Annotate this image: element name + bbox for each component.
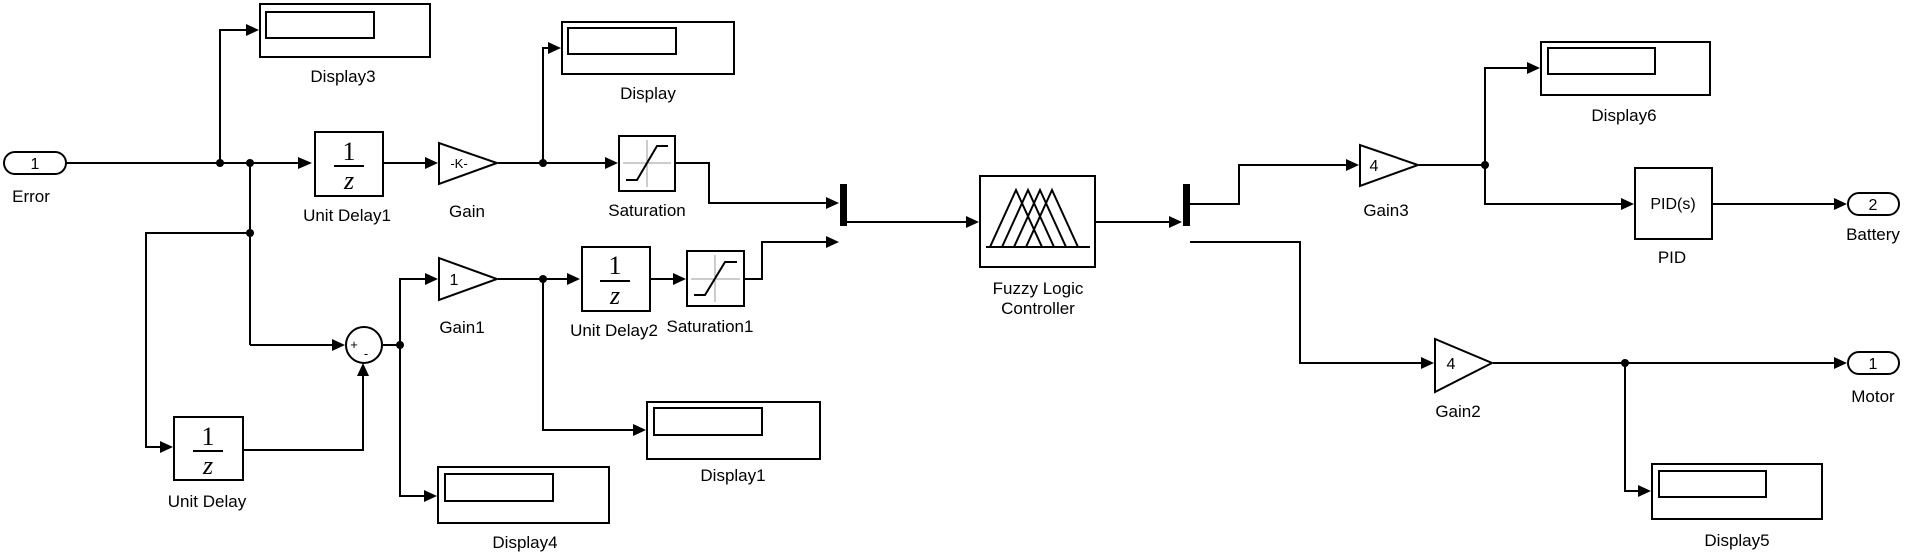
svg-text:z: z [202,451,213,480]
gain1-block[interactable]: 1 Gain1 [438,256,500,337]
saturation1-block[interactable]: Saturation1 [667,250,754,336]
gain3-block[interactable]: 4 Gain3 [1359,143,1422,220]
svg-text:1: 1 [450,272,459,289]
svg-text:Display3: Display3 [310,67,375,86]
svg-text:Gain1: Gain1 [439,318,484,337]
unit-delay2-block[interactable]: 1 z Unit Delay2 [570,246,658,340]
svg-text:4: 4 [1447,356,1456,373]
svg-text:2: 2 [1869,197,1878,214]
wires [66,24,1847,502]
outport-motor[interactable]: 1 Motor [1847,351,1900,406]
svg-text:Gain3: Gain3 [1363,201,1408,220]
fuzzy-logic-controller-block[interactable]: Fuzzy Logic Controller [979,175,1096,318]
svg-text:Unit Delay2: Unit Delay2 [570,321,658,340]
svg-text:1: 1 [609,251,622,280]
gain-block[interactable]: -K- Gain [438,141,501,221]
display-block[interactable]: Display [561,21,735,103]
svg-text:Unit Delay: Unit Delay [168,492,247,511]
display5-block[interactable]: Display5 [1651,463,1823,550]
outport-motor-label: Motor [1851,387,1895,406]
inport-error[interactable]: 1 Error [3,151,67,206]
outport-battery-label: Battery [1846,225,1900,244]
gain2-block[interactable]: 4 Gain2 [1434,337,1495,421]
svg-text:+: + [350,337,358,352]
svg-text:Display: Display [620,84,676,103]
svg-text:Display5: Display5 [1704,531,1769,550]
svg-text:-: - [364,346,368,361]
svg-text:Display1: Display1 [700,466,765,485]
svg-text:Display6: Display6 [1591,106,1656,125]
svg-text:z: z [343,166,354,195]
demux-block[interactable] [1183,184,1190,226]
svg-text:Controller: Controller [1001,299,1075,318]
svg-text:PID(s): PID(s) [1650,196,1695,213]
display3-block[interactable]: Display3 [259,3,431,86]
svg-text:1: 1 [31,156,40,173]
sum-block[interactable]: + - [345,326,383,364]
unit-delay-block[interactable]: 1 z Unit Delay [168,416,247,511]
svg-text:Unit Delay1: Unit Delay1 [303,206,391,225]
outport-battery[interactable]: 2 Battery [1846,192,1900,244]
svg-text:Display4: Display4 [492,533,557,552]
svg-text:-K-: -K- [450,156,467,171]
unit-delay1-block[interactable]: 1 z Unit Delay1 [303,131,391,225]
saturation-block[interactable]: Saturation [608,135,686,220]
svg-text:1: 1 [202,422,215,451]
svg-text:Saturation: Saturation [608,201,686,220]
inport-error-label: Error [12,187,50,206]
display1-block[interactable]: Display1 [646,401,821,485]
svg-text:Gain: Gain [449,202,485,221]
svg-text:PID: PID [1658,248,1686,267]
svg-text:1: 1 [1869,356,1878,373]
svg-text:Gain2: Gain2 [1435,402,1480,421]
pid-block[interactable]: PID(s) PID [1634,167,1713,267]
display6-block[interactable]: Display6 [1540,41,1711,125]
svg-text:z: z [609,281,620,310]
svg-text:Saturation1: Saturation1 [667,317,754,336]
svg-text:4: 4 [1370,158,1379,175]
svg-text:Fuzzy Logic: Fuzzy Logic [993,279,1084,298]
svg-text:1: 1 [343,137,356,166]
display4-block[interactable]: Display4 [437,466,610,552]
